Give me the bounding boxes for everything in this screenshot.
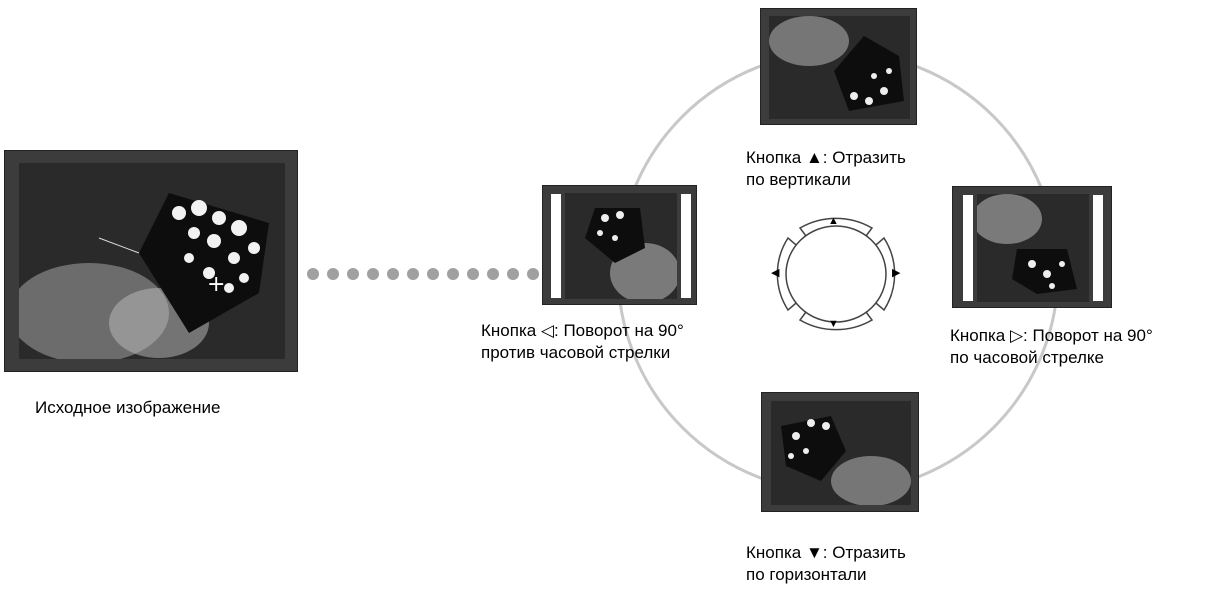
butterfly-photo-icon — [769, 16, 910, 119]
dpad-left-button[interactable]: ◀ — [771, 267, 780, 279]
original-image-frame: + — [4, 150, 298, 372]
dpad-right-button[interactable]: ▶ — [892, 267, 901, 279]
flip-vertical-frame — [760, 8, 917, 125]
dpad-icon: ▲ ▼ ◀ ▶ — [758, 200, 914, 348]
rotate-cw-frame — [952, 186, 1112, 308]
dpad-up-button[interactable]: ▲ — [828, 215, 839, 227]
rotate-ccw-frame — [542, 185, 697, 305]
butterfly-photo-icon: + — [19, 163, 285, 359]
right-caption: Кнопка ▷: Поворот на 90°по часовой стрел… — [950, 326, 1153, 367]
left-caption: Кнопка ◁: Поворот на 90°против часовой с… — [481, 321, 684, 362]
dpad-down-button[interactable]: ▼ — [828, 318, 839, 330]
original-caption: Исходное изображение — [35, 398, 221, 417]
svg-text:+: + — [207, 272, 225, 297]
butterfly-photo-icon — [977, 194, 1089, 302]
butterfly-photo-icon — [565, 193, 677, 299]
flip-horizontal-frame — [761, 392, 919, 512]
butterfly-photo-icon — [771, 401, 911, 505]
